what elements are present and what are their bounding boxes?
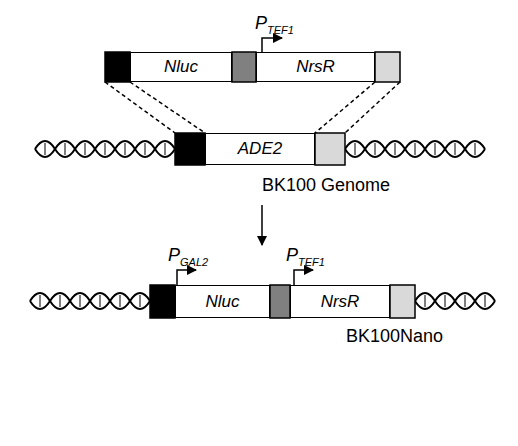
process-arrow [261, 205, 263, 245]
homology-arm-right [375, 52, 400, 82]
strain-label: BK100Nano [346, 327, 443, 345]
homology-arm-left [105, 52, 130, 82]
promoter-subscript: TEF1 [267, 25, 294, 36]
promoter-arrow [294, 270, 313, 285]
promoter-subscript: TEF1 [298, 257, 325, 268]
gene-box: NrsR [290, 285, 390, 318]
gene-box: Nluc [130, 52, 232, 82]
promoter-arrow [177, 270, 196, 285]
recombination-lines [105, 82, 400, 133]
gene-name: NrsR [296, 57, 335, 77]
gene-name: Nluc [164, 57, 198, 77]
homology-region-right [315, 133, 345, 165]
gene-box: Nluc [175, 285, 270, 318]
gene-name: ADE2 [238, 139, 282, 159]
promoter-subscript: GAL2 [180, 257, 208, 268]
gene-box: ADE2 [205, 133, 315, 165]
promoter-label: P [255, 14, 267, 32]
homology-region-right [390, 285, 415, 318]
terminator-box [270, 285, 290, 318]
strain-label: BK100 Genome [262, 176, 390, 194]
promoter-label: P [168, 246, 180, 264]
terminator-box [232, 52, 256, 82]
promoter-label: P [286, 246, 298, 264]
gene-name: Nluc [205, 292, 239, 312]
gene-name: NrsR [321, 292, 360, 312]
homology-region-left [175, 133, 205, 165]
promoter-arrow [262, 38, 282, 52]
gene-box: NrsR [256, 52, 375, 82]
homology-region-left [150, 285, 175, 318]
